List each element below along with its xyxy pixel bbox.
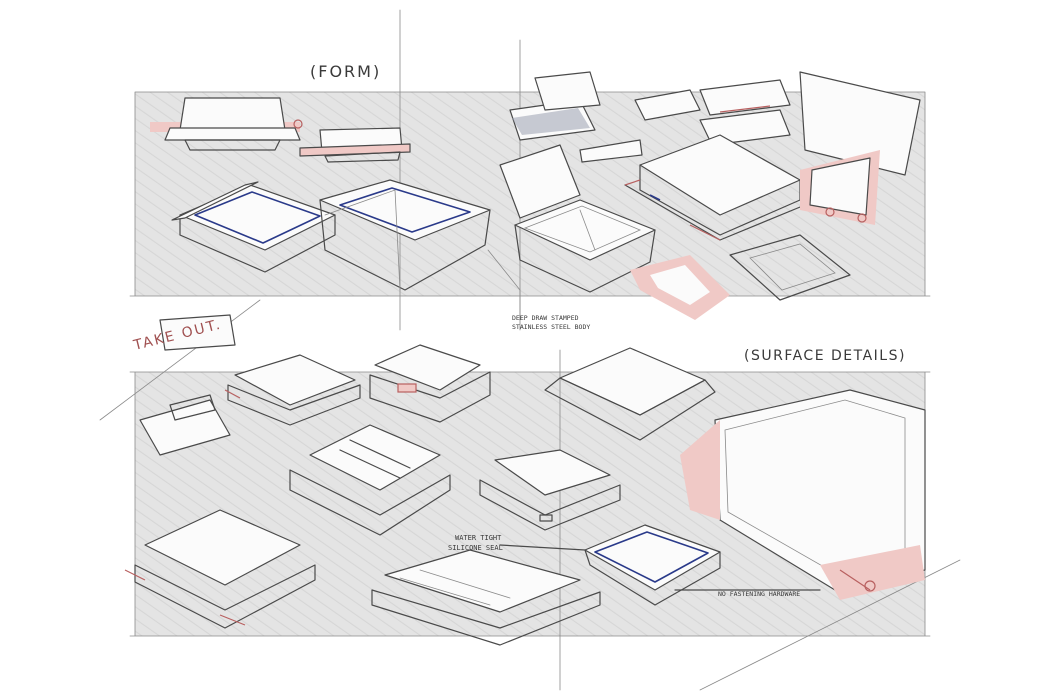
top-band-frame — [129, 91, 931, 297]
sketch-bottom-left-box — [124, 509, 316, 629]
sketch-closed-box-small — [150, 97, 303, 151]
note-silicone-seal-line1: WATER TIGHT — [455, 534, 502, 542]
sketch-clamshell-dark-open — [509, 71, 601, 141]
note-steel-body-line2: STAINLESS STEEL BODY — [512, 323, 590, 331]
sketch-clamshell-side — [299, 127, 411, 163]
sketch-clamshell-open-pink-rim — [799, 71, 921, 225]
leader-steel-body — [487, 249, 521, 321]
sketch-tray-open-deep — [319, 179, 491, 291]
sketch-clamshell-open-compartments — [499, 144, 656, 293]
sketch-flat-ribbed-tray — [371, 549, 601, 646]
sketch-square-clamshell-closed — [624, 134, 806, 241]
note-steel-body-line1: DEEP DRAW STAMPED — [512, 314, 579, 322]
sketch-stepped-lid-box — [479, 449, 621, 531]
sketch-pink-frame-and-tray — [630, 234, 851, 320]
label-surface-details: (SURFACE DETAILS) — [744, 348, 906, 364]
sketch-small-boxes-top-right — [579, 79, 791, 163]
sketch-tray-silicone-seal — [584, 524, 721, 606]
sketch-takeout-small-boxes — [139, 314, 236, 456]
leader-silicone-seal — [499, 544, 586, 551]
sketch-large-open-clamshell-right — [680, 389, 926, 600]
sketch-burger-box-pink-band — [224, 354, 361, 426]
sketch-tray-rolled-lid — [171, 181, 336, 273]
sketch-large-square-box — [544, 347, 716, 441]
sketch-burger-box-red-tab — [369, 344, 491, 423]
label-form: (FORM) — [310, 62, 381, 81]
callout-leader-lines — [487, 249, 821, 591]
note-silicone-seal-line2: SILICONE SEAL — [448, 544, 503, 552]
bottom-band-frame — [129, 371, 931, 637]
note-fastening-hardware: NO FASTENING HARDWARE — [718, 590, 800, 598]
sketch-ribbed-closed-box — [289, 424, 451, 536]
